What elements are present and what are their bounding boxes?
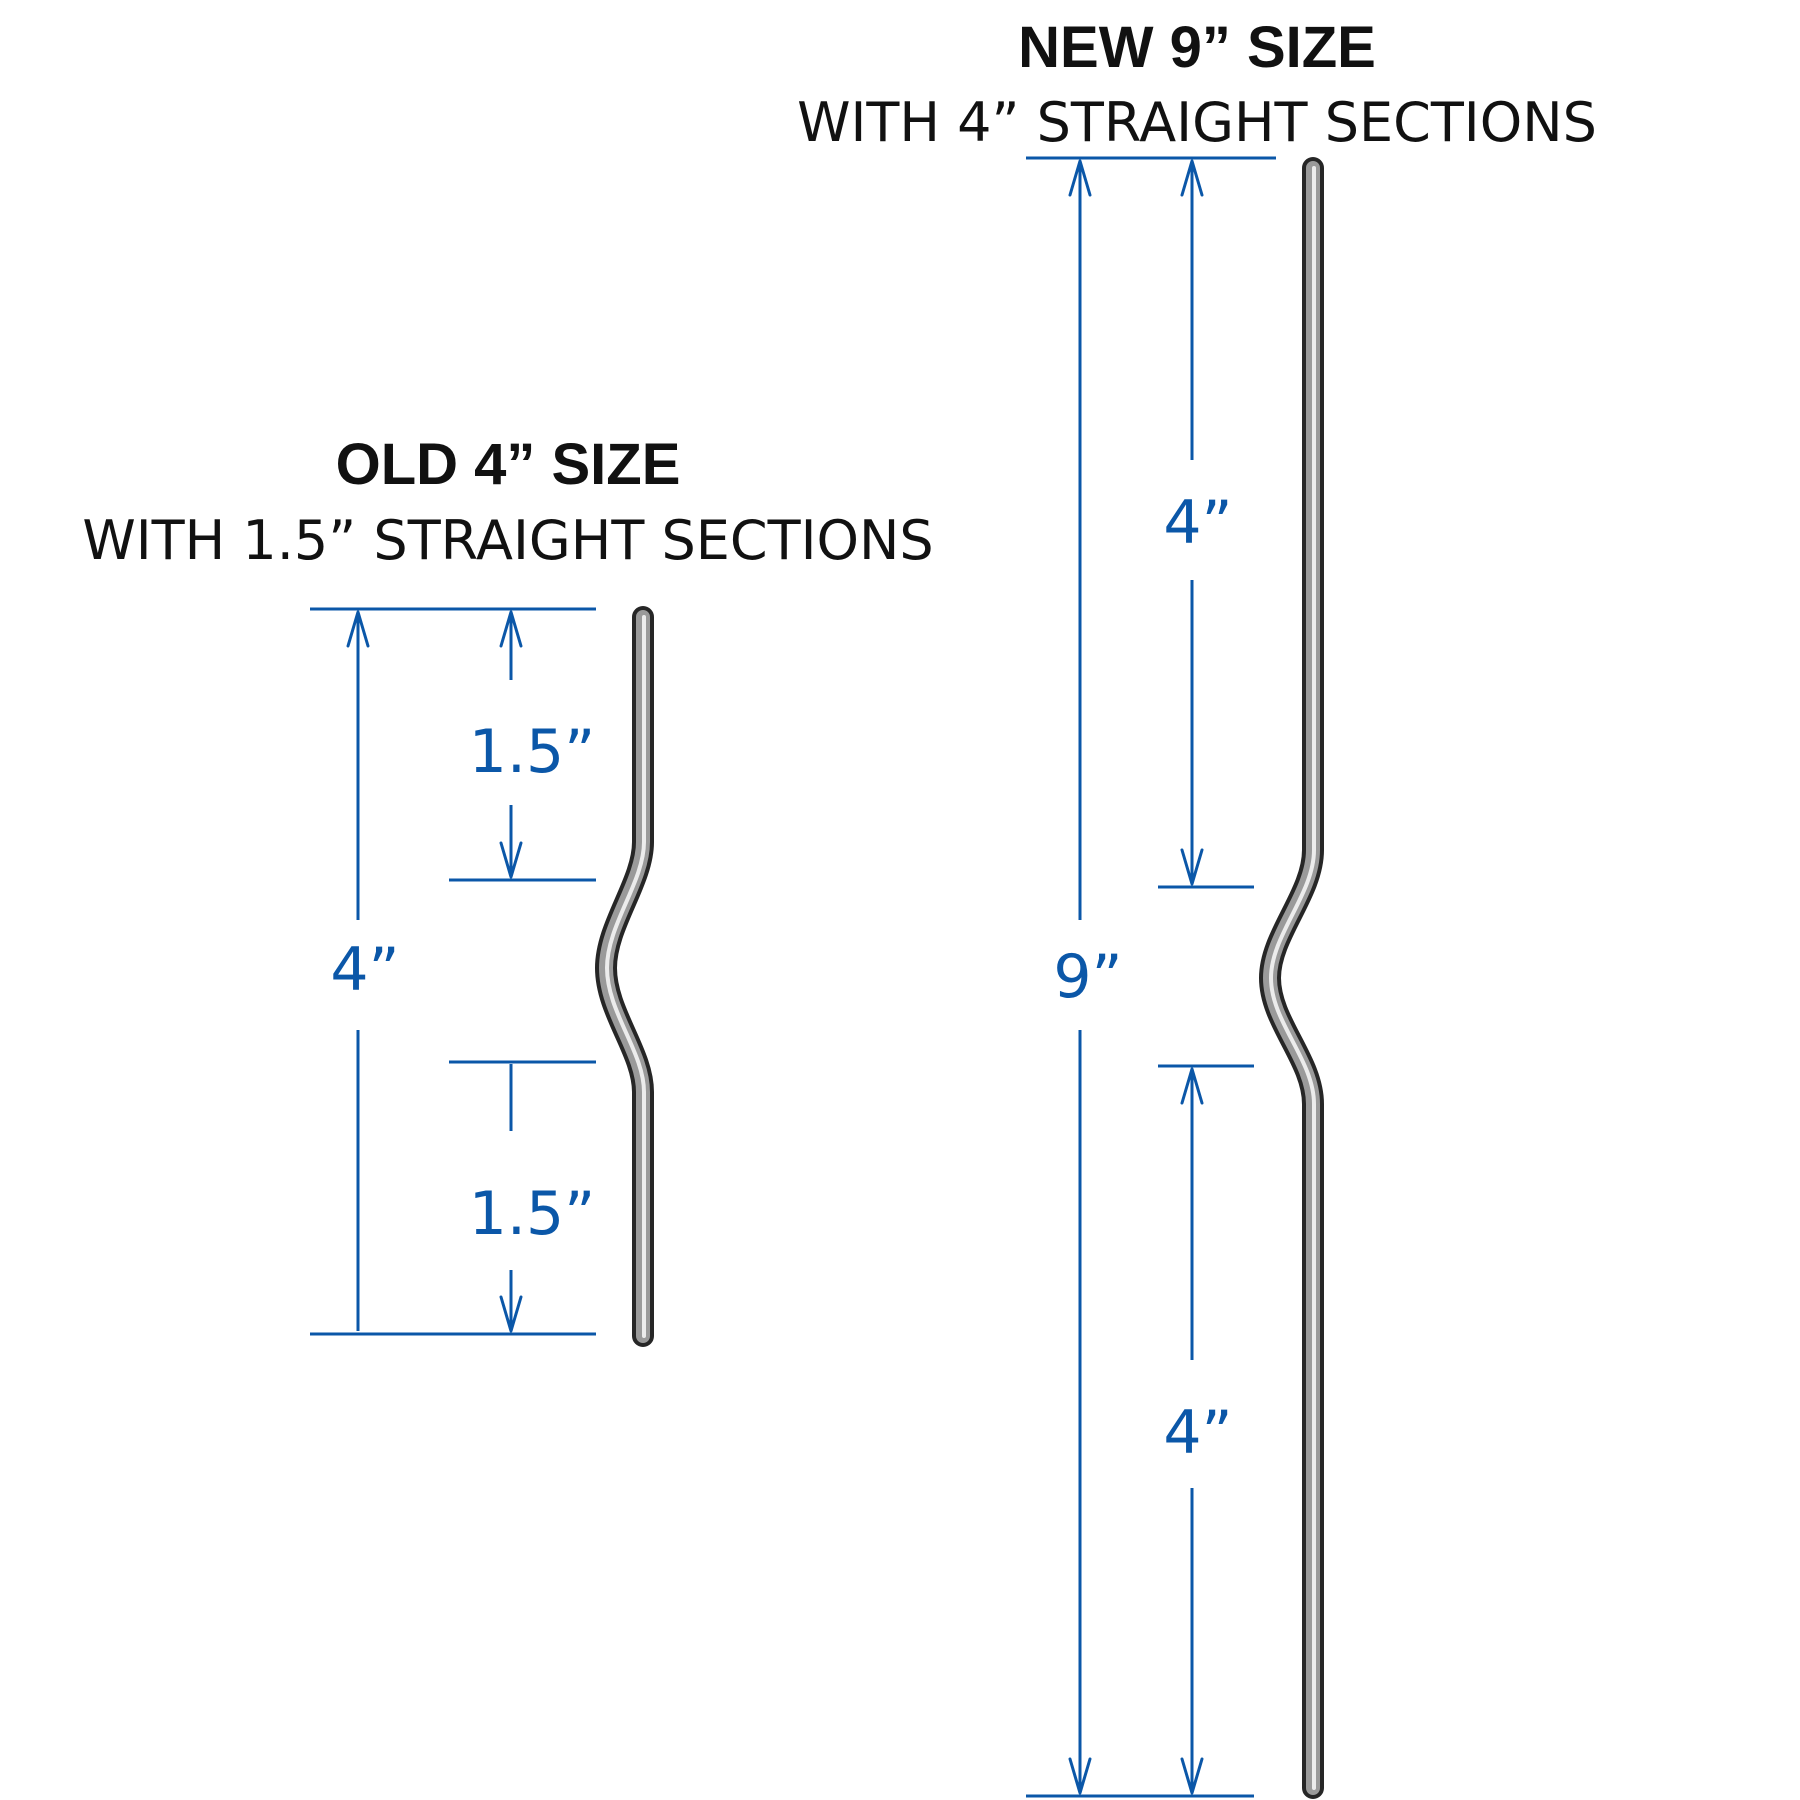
new-top-section-dimension: 4” [1163, 159, 1233, 886]
old-overall-top-arrowhead [346, 610, 370, 648]
old-top-section-dimension: 1.5” [469, 610, 596, 879]
old-rod-body [599, 610, 650, 1343]
old-overall-dimension: 4” [330, 610, 400, 1331]
new-bottom-section-label: 4” [1163, 1398, 1232, 1468]
new-rod-highlight [1269, 166, 1316, 1790]
new-overall-bottom-arrowhead [1068, 1757, 1092, 1795]
new-baluster-rod [1259, 157, 1324, 1799]
old-bottom-section-label: 1.5” [469, 1179, 596, 1249]
new-top-section-down-arrowhead [1180, 848, 1204, 886]
new-overall-label: 9” [1053, 942, 1122, 1012]
new-top-section-label: 4” [1163, 488, 1232, 558]
old-top-section-label: 1.5” [469, 717, 596, 787]
new-overall-top-arrowhead [1068, 159, 1092, 197]
new-rod-body [1263, 161, 1320, 1795]
new-bottom-section-up-arrowhead [1180, 1067, 1204, 1105]
old-subtitle: WITH 1.5” STRAIGHT SECTIONS [82, 509, 933, 572]
new-overall-dimension: 9” [1053, 159, 1123, 1795]
old-size-group: OLD 4” SIZE WITH 1.5” STRAIGHT SECTIONS … [82, 432, 934, 1347]
new-bottom-section-down-arrowhead [1180, 1757, 1204, 1795]
new-title: NEW 9” SIZE [1018, 15, 1376, 80]
old-baluster-rod [595, 606, 654, 1347]
new-subtitle: WITH 4” STRAIGHT SECTIONS [797, 91, 1597, 154]
new-size-group: NEW 9” SIZE WITH 4” STRAIGHT SECTIONS 9”… [797, 15, 1597, 1799]
old-top-section-down-arrowhead [499, 841, 523, 879]
old-top-section-up-arrowhead [499, 610, 523, 648]
new-top-section-up-arrowhead [1180, 159, 1204, 197]
new-extension-lines [1026, 156, 1276, 1798]
old-extension-lines [310, 607, 596, 1336]
old-title: OLD 4” SIZE [336, 432, 681, 497]
old-overall-label: 4” [330, 935, 399, 1005]
new-bottom-section-dimension: 4” [1163, 1067, 1233, 1795]
old-rod-highlight [605, 615, 646, 1338]
old-bottom-section-down-arrowhead [499, 1295, 523, 1333]
old-bottom-section-dimension: 1.5” [469, 1064, 596, 1333]
